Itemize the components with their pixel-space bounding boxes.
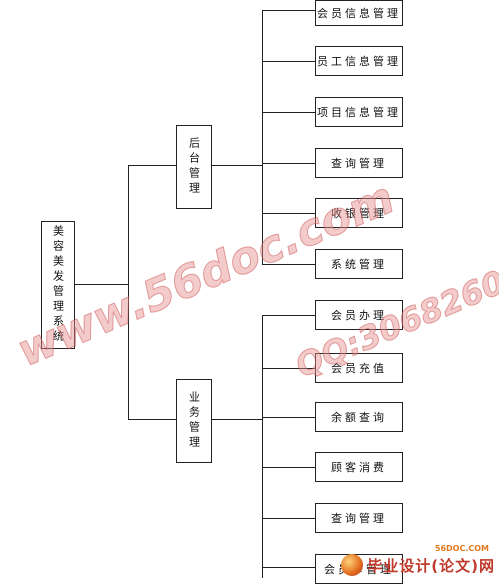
connector-group-2-trunk	[262, 315, 263, 578]
group-node-backend: 后台管理	[176, 125, 212, 209]
leaf-node: 项目信息管理	[315, 97, 403, 127]
branch-line	[262, 264, 315, 265]
branch-line	[262, 61, 315, 62]
leaf-node: 查询管理	[315, 503, 403, 533]
leaf-node: 查询管理	[315, 148, 403, 178]
branch-line	[262, 467, 315, 468]
branch-line	[262, 10, 315, 11]
leaf-node: 会员信息管理	[315, 0, 403, 26]
leaf-node: 会员办理	[315, 300, 403, 330]
connector-group-2	[128, 419, 176, 420]
connector-group-2-out	[212, 419, 262, 420]
branch-line	[262, 163, 315, 164]
branch-line	[262, 567, 315, 568]
leaf-node: 系统管理	[315, 249, 403, 279]
group-node-business: 业务管理	[176, 379, 212, 463]
connector-group-1-trunk	[262, 10, 263, 264]
globe-icon	[341, 554, 364, 576]
branch-line	[262, 315, 315, 316]
branch-line	[262, 417, 315, 418]
site-logo: 56DOC.COM 毕业设计(论文)网	[341, 544, 495, 576]
branch-line	[262, 518, 315, 519]
logo-text: 毕业设计(论文)网	[367, 556, 495, 575]
leaf-node: 收银管理	[315, 198, 403, 228]
branch-line	[262, 112, 315, 113]
logo-site-text: 56DOC.COM	[434, 544, 489, 553]
leaf-node: 会员充值	[315, 353, 403, 383]
connector-root	[75, 284, 128, 285]
leaf-node: 余额查询	[315, 402, 403, 432]
connector-root-trunk	[128, 165, 129, 419]
connector-group-1	[128, 165, 176, 166]
leaf-node: 顾客消费	[315, 452, 403, 482]
branch-line	[262, 368, 315, 369]
branch-line	[262, 213, 315, 214]
leaf-node: 员工信息管理	[315, 46, 403, 76]
connector-group-1-out	[212, 165, 262, 166]
root-node: 美容美发管理系统	[41, 221, 75, 349]
